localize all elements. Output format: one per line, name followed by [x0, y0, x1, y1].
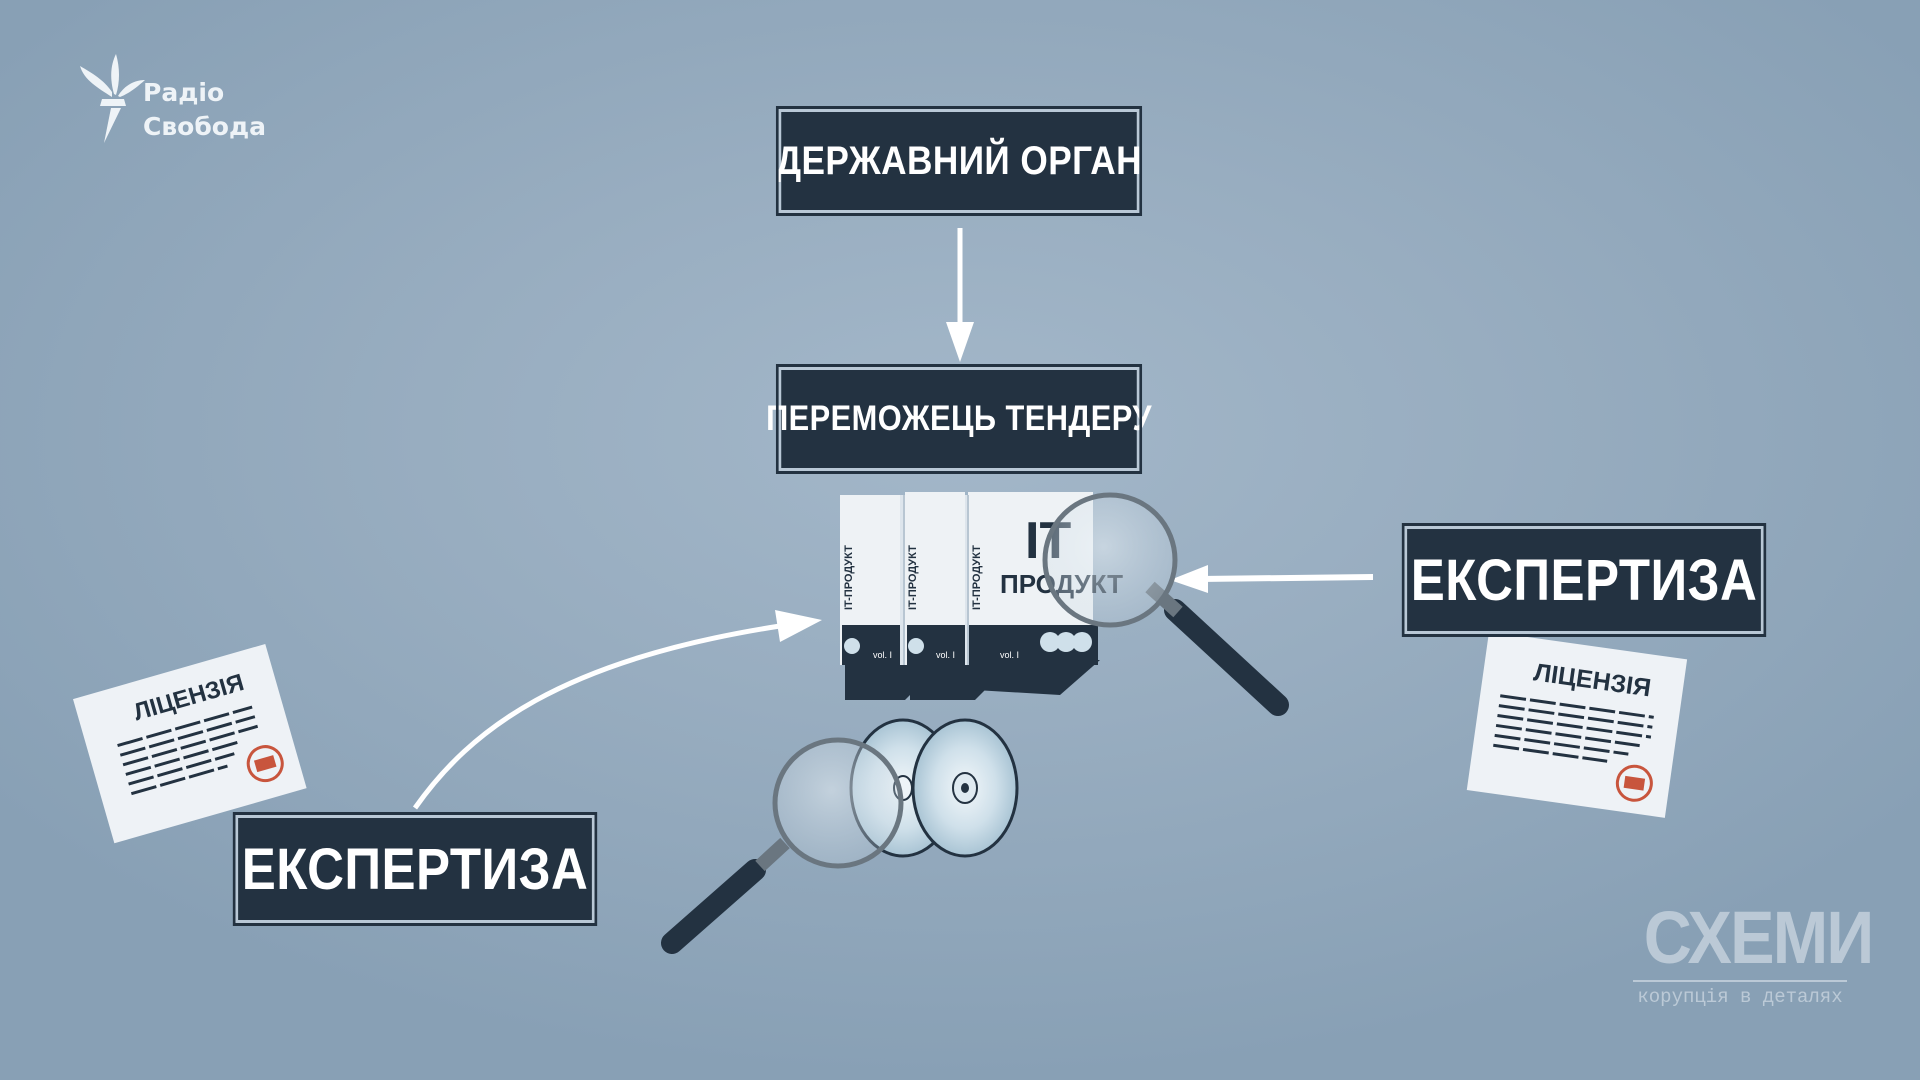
product-volume-label: vol. I	[936, 650, 955, 660]
logo-line2: Свобода	[143, 112, 267, 141]
logo-line1: Радіо	[143, 78, 225, 107]
tender-winner-label: ПЕРЕМОЖЕЦЬ ТЕНДЕРУ	[766, 399, 1152, 438]
watermark-title: СХЕМИ	[1643, 896, 1875, 979]
schemy-watermark: СХЕМИ корупція в деталях	[1633, 896, 1875, 1008]
arrow-expertise-right	[1170, 565, 1373, 593]
license-document-icon: ЛІЦЕНЗІЯ	[1466, 631, 1688, 818]
radio-svoboda-logo: Радіо Свобода	[143, 76, 266, 144]
product-spine-text: IT-ПРОДУКТ	[971, 545, 983, 610]
product-volume-label: vol. I	[1000, 650, 1019, 660]
product-volume-label: vol. I	[873, 650, 892, 660]
expertise-right-label: ЕКСПЕРТИЗА	[1410, 547, 1758, 613]
product-spine-text: IT-ПРОДУКТ	[843, 545, 855, 610]
expertise-right-box: ЕКСПЕРТИЗА	[1401, 523, 1767, 637]
government-body-box: ДЕРЖАВНИЙ ОРГАН	[775, 106, 1143, 216]
torch-logo-icon	[80, 54, 145, 143]
magnifier-icon	[1042, 492, 1289, 716]
magnifier-icon	[661, 737, 904, 954]
arrow-org-to-winner	[946, 228, 974, 362]
arrow-expertise-left	[412, 610, 822, 810]
tender-winner-box: ПЕРЕМОЖЕЦЬ ТЕНДЕРУ	[766, 364, 1151, 474]
government-body-label: ДЕРЖАВНИЙ ОРГАН	[775, 138, 1143, 183]
product-spine-text: IT-ПРОДУКТ	[907, 545, 919, 610]
expertise-left-label: ЕКСПЕРТИЗА	[241, 836, 589, 902]
expertise-left-box: ЕКСПЕРТИЗА	[232, 812, 598, 926]
watermark-subtitle: корупція в деталях	[1633, 980, 1847, 1008]
license-document-icon: ЛІЦЕНЗІЯ	[73, 643, 307, 844]
